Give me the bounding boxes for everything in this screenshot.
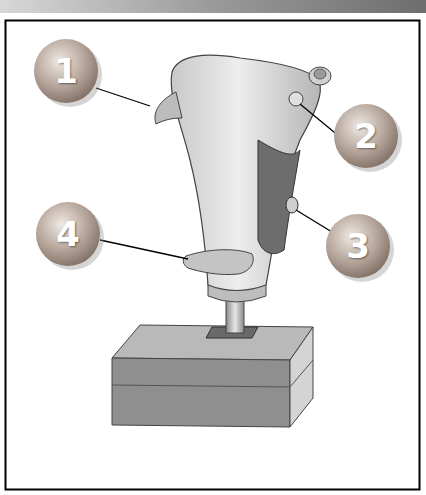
callout-number: 2	[334, 104, 398, 168]
callout-number: 1	[34, 39, 98, 103]
callout-number: 4	[36, 202, 100, 266]
callout-number: 3	[326, 214, 390, 278]
